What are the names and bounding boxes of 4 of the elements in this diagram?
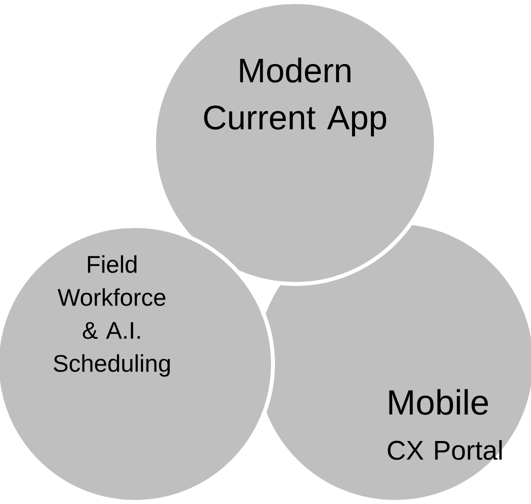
circle-label: Modern Current App [204,58,386,136]
circle-label: Field Workforce & A.I. Scheduling [54,255,170,377]
circle-label: CX Portal [388,440,502,460]
circle-label: Mobile [389,389,488,415]
